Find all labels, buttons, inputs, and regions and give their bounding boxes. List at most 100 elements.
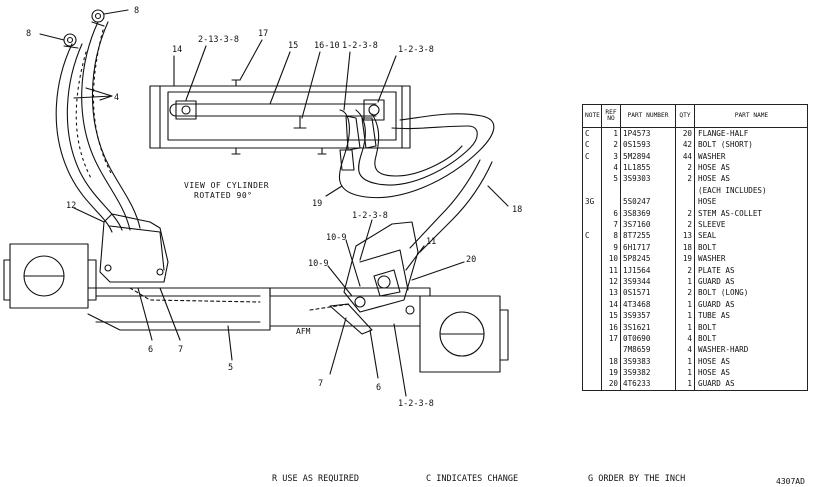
row-part-number: 0S1593 xyxy=(620,139,676,151)
row-part-number: 1J1564 xyxy=(620,264,676,277)
callout-6-bottom: 6 xyxy=(376,383,381,393)
row-part-number: 7M8659 xyxy=(620,344,676,356)
callout-1-2-3-8-a: 1-2-3-8 xyxy=(342,41,378,51)
row-note xyxy=(582,344,602,356)
row-ref-no: 6 xyxy=(601,207,621,220)
row-note xyxy=(582,162,602,174)
row-qty: 1 xyxy=(675,355,695,368)
row-part-name: SEAL xyxy=(694,230,808,242)
row-part-name: GUARD AS xyxy=(694,378,808,391)
row-part-number: 1L1855 xyxy=(620,162,676,174)
row-qty: 2 xyxy=(675,219,695,231)
row-part-name: HOSE AS xyxy=(694,173,808,185)
row-note xyxy=(582,264,602,277)
row-note xyxy=(582,321,602,334)
row-qty xyxy=(675,196,695,208)
row-ref-no: 19 xyxy=(601,367,621,379)
row-part-name: HOSE AS xyxy=(694,355,808,368)
lower-left-assembly-drawing xyxy=(3,207,271,361)
row-part-number: 3S1621 xyxy=(620,321,676,334)
row-ref-no: 3 xyxy=(601,150,621,163)
header-part-name: PART NAME xyxy=(694,104,808,128)
row-part-name: SLEEVE xyxy=(694,219,808,231)
row-ref-no: 12 xyxy=(601,276,621,288)
view-label-line2: ROTATED 90° xyxy=(194,191,252,200)
row-ref-no xyxy=(601,344,621,356)
row-note xyxy=(582,184,602,197)
hose-assembly-4-drawing xyxy=(39,9,141,233)
row-part-number xyxy=(620,184,676,197)
row-note xyxy=(582,241,602,254)
row-part-name: GUARD AS xyxy=(694,276,808,288)
row-ref-no: 20 xyxy=(601,378,621,391)
row-qty: 20 xyxy=(675,127,695,140)
row-part-number: 6H1717 xyxy=(620,241,676,254)
row-note xyxy=(582,287,602,299)
row-note: C xyxy=(582,230,602,242)
row-part-name: STEM AS-COLLET xyxy=(694,207,808,220)
row-ref-no: 17 xyxy=(601,333,621,345)
row-part-number: 5S0247 xyxy=(620,196,676,208)
row-qty: 1 xyxy=(675,298,695,311)
lower-right-assembly-drawing xyxy=(269,219,509,397)
row-note xyxy=(582,333,602,345)
header-ref-no: REF NO xyxy=(601,104,621,128)
row-part-name: PLATE AS xyxy=(694,264,808,277)
drawing-number: 4307AD xyxy=(776,477,805,486)
header-qty: QTY xyxy=(675,104,695,128)
callout-6-left: 6 xyxy=(148,345,153,355)
view-label-line1: VIEW OF CYLINDER xyxy=(184,181,269,190)
row-part-number: 3S9383 xyxy=(620,355,676,368)
row-note xyxy=(582,207,602,220)
exploded-parts-diagram: 8 8 4 14 2-13-3-8 17 15 16-10 1-2-3-8 1-… xyxy=(3,6,522,409)
row-part-number: 1P4573 xyxy=(620,127,676,140)
callout-2-13-3-8: 2-13-3-8 xyxy=(198,35,239,45)
callout-1-2-3-8-d: 1-2-3-8 xyxy=(398,399,434,409)
row-qty: 1 xyxy=(675,276,695,288)
row-part-number: 3S7160 xyxy=(620,219,676,231)
row-part-number: 3S9382 xyxy=(620,367,676,379)
row-ref-no: 16 xyxy=(601,321,621,334)
callout-1-2-3-8-c: 1-2-3-8 xyxy=(352,211,388,221)
row-qty: 4 xyxy=(675,344,695,356)
row-part-number: 0S1571 xyxy=(620,287,676,299)
row-note: C xyxy=(582,127,602,140)
callout-8-top: 8 xyxy=(134,6,139,16)
row-qty: 13 xyxy=(675,230,695,242)
row-qty: 1 xyxy=(675,378,695,391)
note-use-as-required: R USE AS REQUIRED xyxy=(272,474,359,484)
row-note: C xyxy=(582,139,602,151)
row-ref-no: 11 xyxy=(601,264,621,277)
callout-7-bottom: 7 xyxy=(318,379,323,389)
row-part-name: BOLT (LONG) xyxy=(694,287,808,299)
callout-14: 14 xyxy=(172,45,182,55)
row-ref-no: 4 xyxy=(601,162,621,174)
callout-4: 4 xyxy=(114,93,119,103)
row-ref-no: 15 xyxy=(601,310,621,322)
row-part-number: 8T7255 xyxy=(620,230,676,242)
row-qty: 2 xyxy=(675,173,695,185)
row-part-number: 3S9303 xyxy=(620,173,676,185)
callout-16-10: 16-10 xyxy=(314,41,340,51)
callout-17: 17 xyxy=(258,29,268,39)
afm-label: AFM xyxy=(296,327,311,336)
row-qty: 18 xyxy=(675,241,695,254)
callout-10-9-b: 10-9 xyxy=(308,259,328,269)
row-note xyxy=(582,253,602,265)
row-part-name: TUBE AS xyxy=(694,310,808,322)
parts-table-header-row: NOTE REF NO PART NUMBER QTY PART NAME xyxy=(582,104,808,128)
